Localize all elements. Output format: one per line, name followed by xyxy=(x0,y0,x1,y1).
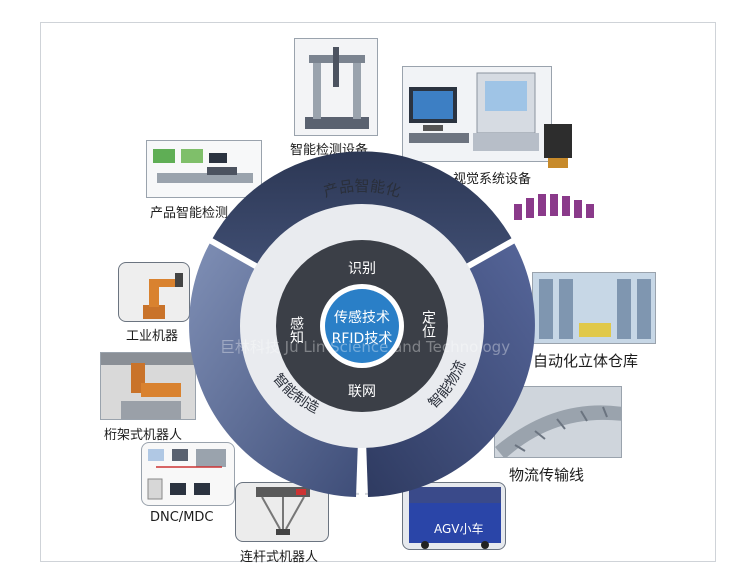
cmm-machine-icon xyxy=(305,47,369,129)
gantry-robot-image xyxy=(100,352,196,420)
linkage-robot-image xyxy=(235,482,329,542)
dnc-mdc-image xyxy=(141,442,235,506)
center-line-1: 传感技术 xyxy=(334,309,390,326)
camera-icon xyxy=(514,124,594,220)
delta-robot-icon xyxy=(256,487,310,535)
product-smart-inspection-label: 产品智能检测 xyxy=(150,206,229,221)
network-terminals-icon xyxy=(147,449,226,500)
vision-workstation-icon xyxy=(409,72,539,151)
linkage-robot-label: 连杆式机器人 xyxy=(240,550,319,565)
inspection-line-icon xyxy=(153,149,253,183)
roller-conveyor-icon xyxy=(495,405,621,457)
watermark-text: 巨林科技 Ju Lin Science and Technology xyxy=(220,338,510,356)
product-smart-inspection-image xyxy=(146,140,262,198)
center-line-2: RFID技术 xyxy=(332,331,393,347)
dnc-mdc-label: DNC/MDC xyxy=(150,510,214,525)
agv-image xyxy=(402,482,506,550)
agv-cart-icon xyxy=(409,487,501,549)
warehouse-shelves-icon xyxy=(539,279,651,339)
agv-label: AGV小车 xyxy=(434,522,484,536)
vision-system-equipment-image xyxy=(402,66,552,162)
inner-label-networking: 联网 xyxy=(348,384,376,400)
smart-inspection-equipment-image xyxy=(294,38,378,136)
inner-label-identify: 识别 xyxy=(348,261,376,277)
gantry-robot-icon xyxy=(101,353,195,419)
conveyor-line-label: 物流传输线 xyxy=(509,466,585,484)
automated-warehouse-label: 自动化立体仓库 xyxy=(533,352,639,370)
robot-arm-icon xyxy=(143,273,183,319)
industrial-robot-label: 工业机器 xyxy=(126,329,179,344)
center-disc xyxy=(325,289,399,363)
industrial-robot-image xyxy=(118,262,190,322)
inner-label-sensing: 感知 xyxy=(288,315,304,344)
automated-warehouse-image xyxy=(532,272,656,344)
inner-label-positioning: 定位 xyxy=(420,310,436,338)
vision-system-equipment-label: 视觉系统设备 xyxy=(453,172,532,187)
vision-camera-image xyxy=(508,122,604,228)
gantry-robot-label: 桁架式机器人 xyxy=(104,428,183,443)
